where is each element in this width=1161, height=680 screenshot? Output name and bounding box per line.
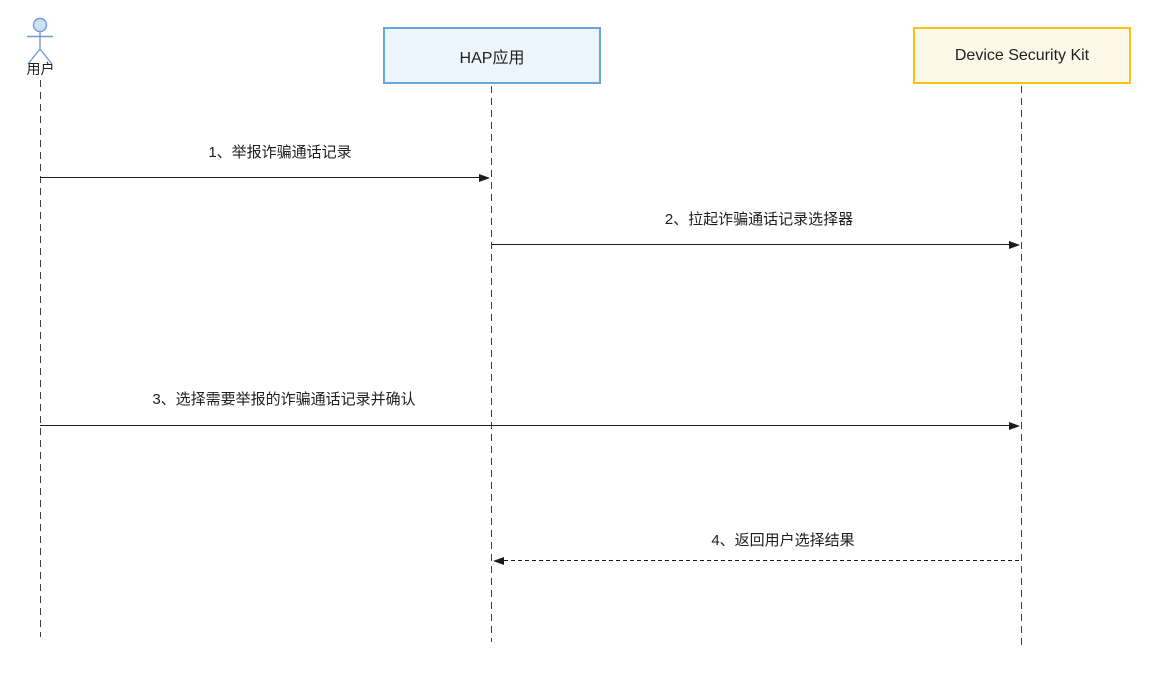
message-2-arrowhead-icon: [1009, 241, 1020, 249]
message-3-line: [40, 425, 1009, 426]
message-2-label: 2、拉起诈骗通话记录选择器: [664, 211, 854, 228]
actor-user-label: 用户: [26, 61, 55, 77]
participant-device-security-kit-label: Device Security Kit: [954, 46, 1090, 64]
participant-hap-app: HAP应用: [383, 27, 601, 84]
message-1-line: [40, 177, 479, 178]
participant-hap-app-label: HAP应用: [459, 49, 525, 67]
message-3-label: 3、选择需要举报的诈骗通话记录并确认: [152, 391, 416, 408]
lifeline-user: [40, 80, 41, 637]
lifeline-device-security-kit: [1021, 86, 1022, 650]
message-4-arrowhead-icon: [493, 557, 504, 565]
message-1-arrowhead-icon: [479, 174, 490, 182]
message-1-label: 1、举报诈骗通话记录: [208, 144, 352, 161]
user-actor-icon: [27, 17, 53, 65]
message-4-label: 4、返回用户选择结果: [711, 532, 855, 549]
message-2-line: [492, 244, 1009, 245]
message-3-arrowhead-icon: [1009, 422, 1020, 430]
message-4-line: [504, 560, 1021, 561]
participant-device-security-kit: Device Security Kit: [913, 27, 1131, 84]
lifeline-hap-app: [491, 86, 492, 642]
